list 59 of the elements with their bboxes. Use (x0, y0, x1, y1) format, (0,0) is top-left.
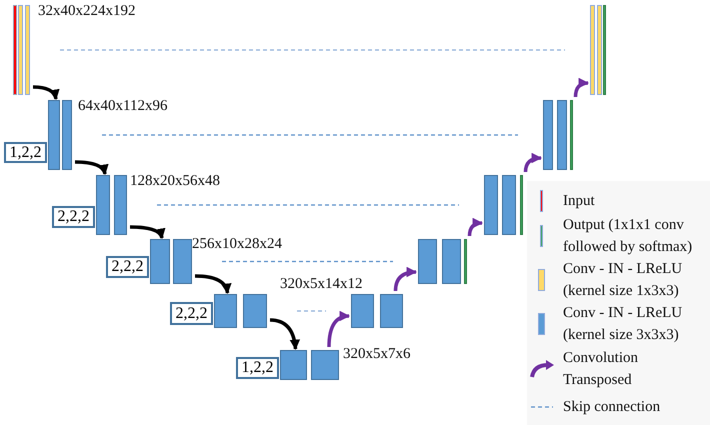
legend-text: Input (563, 192, 596, 211)
curved-arrow (270, 318, 300, 350)
skip-connection-line (297, 310, 326, 312)
layer-bar (464, 239, 467, 284)
layer-bar (590, 5, 595, 95)
dimension-label: 320x5x14x12 (280, 276, 362, 293)
legend-text: Conv - IN - LReLU (kernel size 3x3x3) (563, 304, 684, 345)
curved-arrow (574, 78, 590, 98)
curved-arrow (32, 85, 59, 100)
layer-bar (96, 175, 110, 235)
stride-tag: 2,2,2 (170, 302, 213, 325)
legend-text: Convolution Transposed (563, 349, 640, 390)
layer-bar (442, 239, 461, 284)
curved-arrow (327, 311, 350, 348)
layer-bar (351, 294, 374, 328)
layer-bar (502, 175, 516, 235)
skip-connection-line (60, 49, 565, 51)
layer-bar (62, 100, 72, 170)
curved-arrow (130, 225, 164, 239)
legend-text: Skip connection (563, 398, 662, 417)
layer-bar (311, 350, 339, 380)
layer-bar (520, 175, 523, 235)
curved-arrow (468, 218, 484, 236)
layer-bar (597, 5, 602, 95)
layer-bar (570, 100, 573, 170)
layer-bar (173, 239, 192, 284)
layer-bar (380, 294, 403, 328)
curved-arrow (524, 153, 542, 172)
skip-connection-line (222, 260, 393, 262)
layer-bar (114, 175, 127, 235)
stride-tag: 2,2,2 (52, 206, 95, 228)
curved-arrow (394, 267, 418, 292)
layer-bar (557, 100, 567, 170)
layer-bar (25, 5, 30, 95)
layer-bar (543, 100, 553, 170)
layer-bar (214, 294, 237, 328)
layer-bar (18, 5, 23, 95)
layer-bar (418, 239, 437, 284)
curved-arrow (194, 274, 231, 294)
skip-connection-line (102, 134, 518, 136)
dimension-label: 256x10x28x24 (192, 236, 282, 253)
dimension-label: 320x5x7x6 (343, 346, 410, 363)
skip-connection-line (157, 204, 459, 206)
layer-bar (13, 5, 17, 95)
dimension-label: 64x40x112x96 (78, 98, 168, 115)
curved-arrow (74, 160, 108, 176)
layer-bar (48, 100, 60, 170)
stride-tag: 2,2,2 (106, 256, 149, 278)
layer-bar (603, 5, 606, 95)
legend-text: Output (1x1x1 conv followed by softmax) (563, 216, 694, 257)
stride-tag: 1,2,2 (236, 357, 279, 379)
layer-bar (484, 175, 498, 235)
layer-bar (243, 294, 267, 328)
layer-bar (150, 239, 170, 284)
layer-bar (280, 350, 307, 380)
legend-text: Conv - IN - LReLU (kernel size 1x3x3) (563, 260, 684, 301)
stride-tag: 1,2,2 (4, 142, 47, 163)
dimension-label: 32x40x224x192 (38, 3, 136, 20)
dimension-label: 128x20x56x48 (130, 173, 220, 190)
